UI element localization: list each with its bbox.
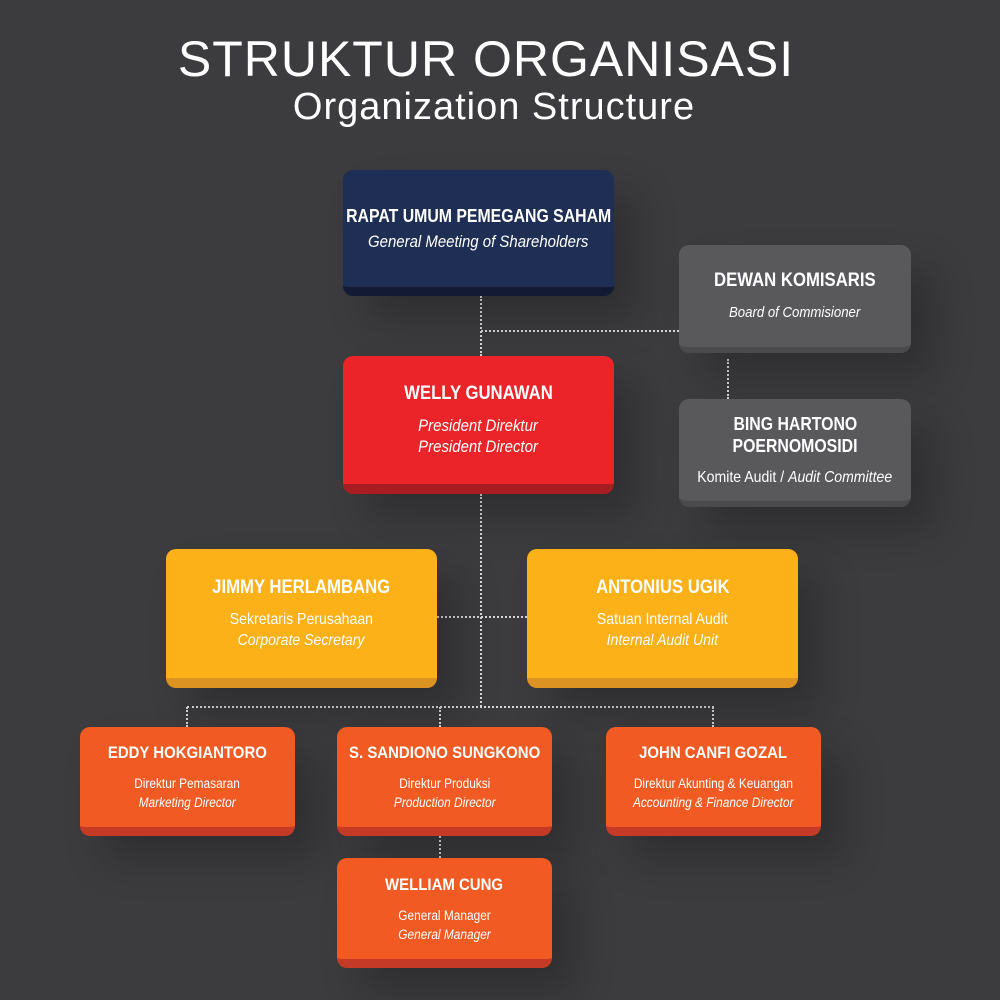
node-role-id: Direktur Akunting & Keuangan (633, 776, 794, 791)
connector-line (437, 616, 527, 618)
node-corporate-secretary: JIMMY HERLAMBANG Sekretaris Perusahaan C… (166, 549, 437, 688)
node-role-en: Marketing Director (138, 795, 237, 810)
node-name: DEWAN KOMISARIS (714, 269, 876, 291)
node-dewan-komisaris: DEWAN KOMISARIS Board of Commisioner (679, 245, 911, 353)
node-role-id: Komite Audit / (697, 468, 789, 486)
node-role-id: Sekretaris Perusahaan (229, 610, 374, 628)
node-rups: RAPAT UMUM PEMEGANG SAHAM General Meetin… (343, 170, 614, 296)
node-name-line1: BING HARTONO (733, 413, 857, 434)
connector-line (439, 836, 441, 858)
connector-line (712, 707, 714, 727)
connector-line (727, 359, 729, 399)
page-subtitle: Organization Structure (292, 86, 696, 128)
node-finance-director: JOHN CANFI GOZAL Direktur Akunting & Keu… (606, 727, 821, 836)
node-role-en: Corporate Secretary (238, 631, 365, 649)
node-name: WELLY GUNAWAN (404, 383, 553, 404)
node-marketing-director: EDDY HOKGIANTORO Direktur Pemasaran Mark… (80, 727, 295, 836)
connector-line (439, 707, 441, 727)
node-name: RAPAT UMUM PEMEGANG SAHAM (345, 206, 612, 226)
node-president-director: WELLY GUNAWAN President Direktur Preside… (343, 356, 614, 494)
node-role-id: Satuan Internal Audit (597, 610, 728, 628)
node-role-en: Audit Committee (788, 468, 893, 486)
node-role-en: General Meeting of Shareholders (368, 232, 589, 251)
node-role-id: President Direktur (418, 416, 539, 435)
node-production-director: S. SANDIONO SUNGKONO Direktur Produksi P… (337, 727, 552, 836)
node-role-id: General Manager (398, 907, 491, 923)
node-role-en: Board of Commisioner (729, 303, 861, 321)
node-role-en: President Director (418, 437, 539, 456)
node-internal-audit: ANTONIUS UGIK Satuan Internal Audit Inte… (527, 549, 798, 688)
node-name: S. SANDIONO SUNGKONO (348, 743, 541, 762)
connector-line (481, 330, 679, 332)
node-name-line2: POERNOMOSIDI (732, 435, 858, 456)
connector-line (480, 494, 482, 707)
node-role-en: Production Director (393, 795, 496, 810)
node-name: JOHN CANFI GOZAL (639, 743, 788, 762)
node-name: EDDY HOKGIANTORO (107, 743, 268, 762)
node-audit-committee: BING HARTONO POERNOMOSIDI Komite Audit /… (679, 399, 911, 507)
connector-line (186, 707, 188, 727)
node-role: Komite Audit / Audit Committee (698, 467, 893, 488)
node-role-en: Accounting & Finance Director (633, 795, 794, 810)
node-role-id: Direktur Pemasaran (134, 776, 241, 791)
node-role-id: Direktur Produksi (398, 776, 491, 791)
node-name: ANTONIUS UGIK (595, 576, 730, 598)
connector-line (480, 296, 482, 356)
node-general-manager: WELLIAM CUNG General Manager General Man… (337, 858, 552, 968)
node-name: JIMMY HERLAMBANG (212, 576, 391, 598)
node-role-en: General Manager (398, 926, 491, 942)
node-role-en: Internal Audit Unit (606, 631, 719, 649)
page-title: STRUKTUR ORGANISASI (177, 31, 795, 87)
node-name: WELLIAM CUNG (385, 874, 504, 894)
connector-line (187, 706, 714, 708)
